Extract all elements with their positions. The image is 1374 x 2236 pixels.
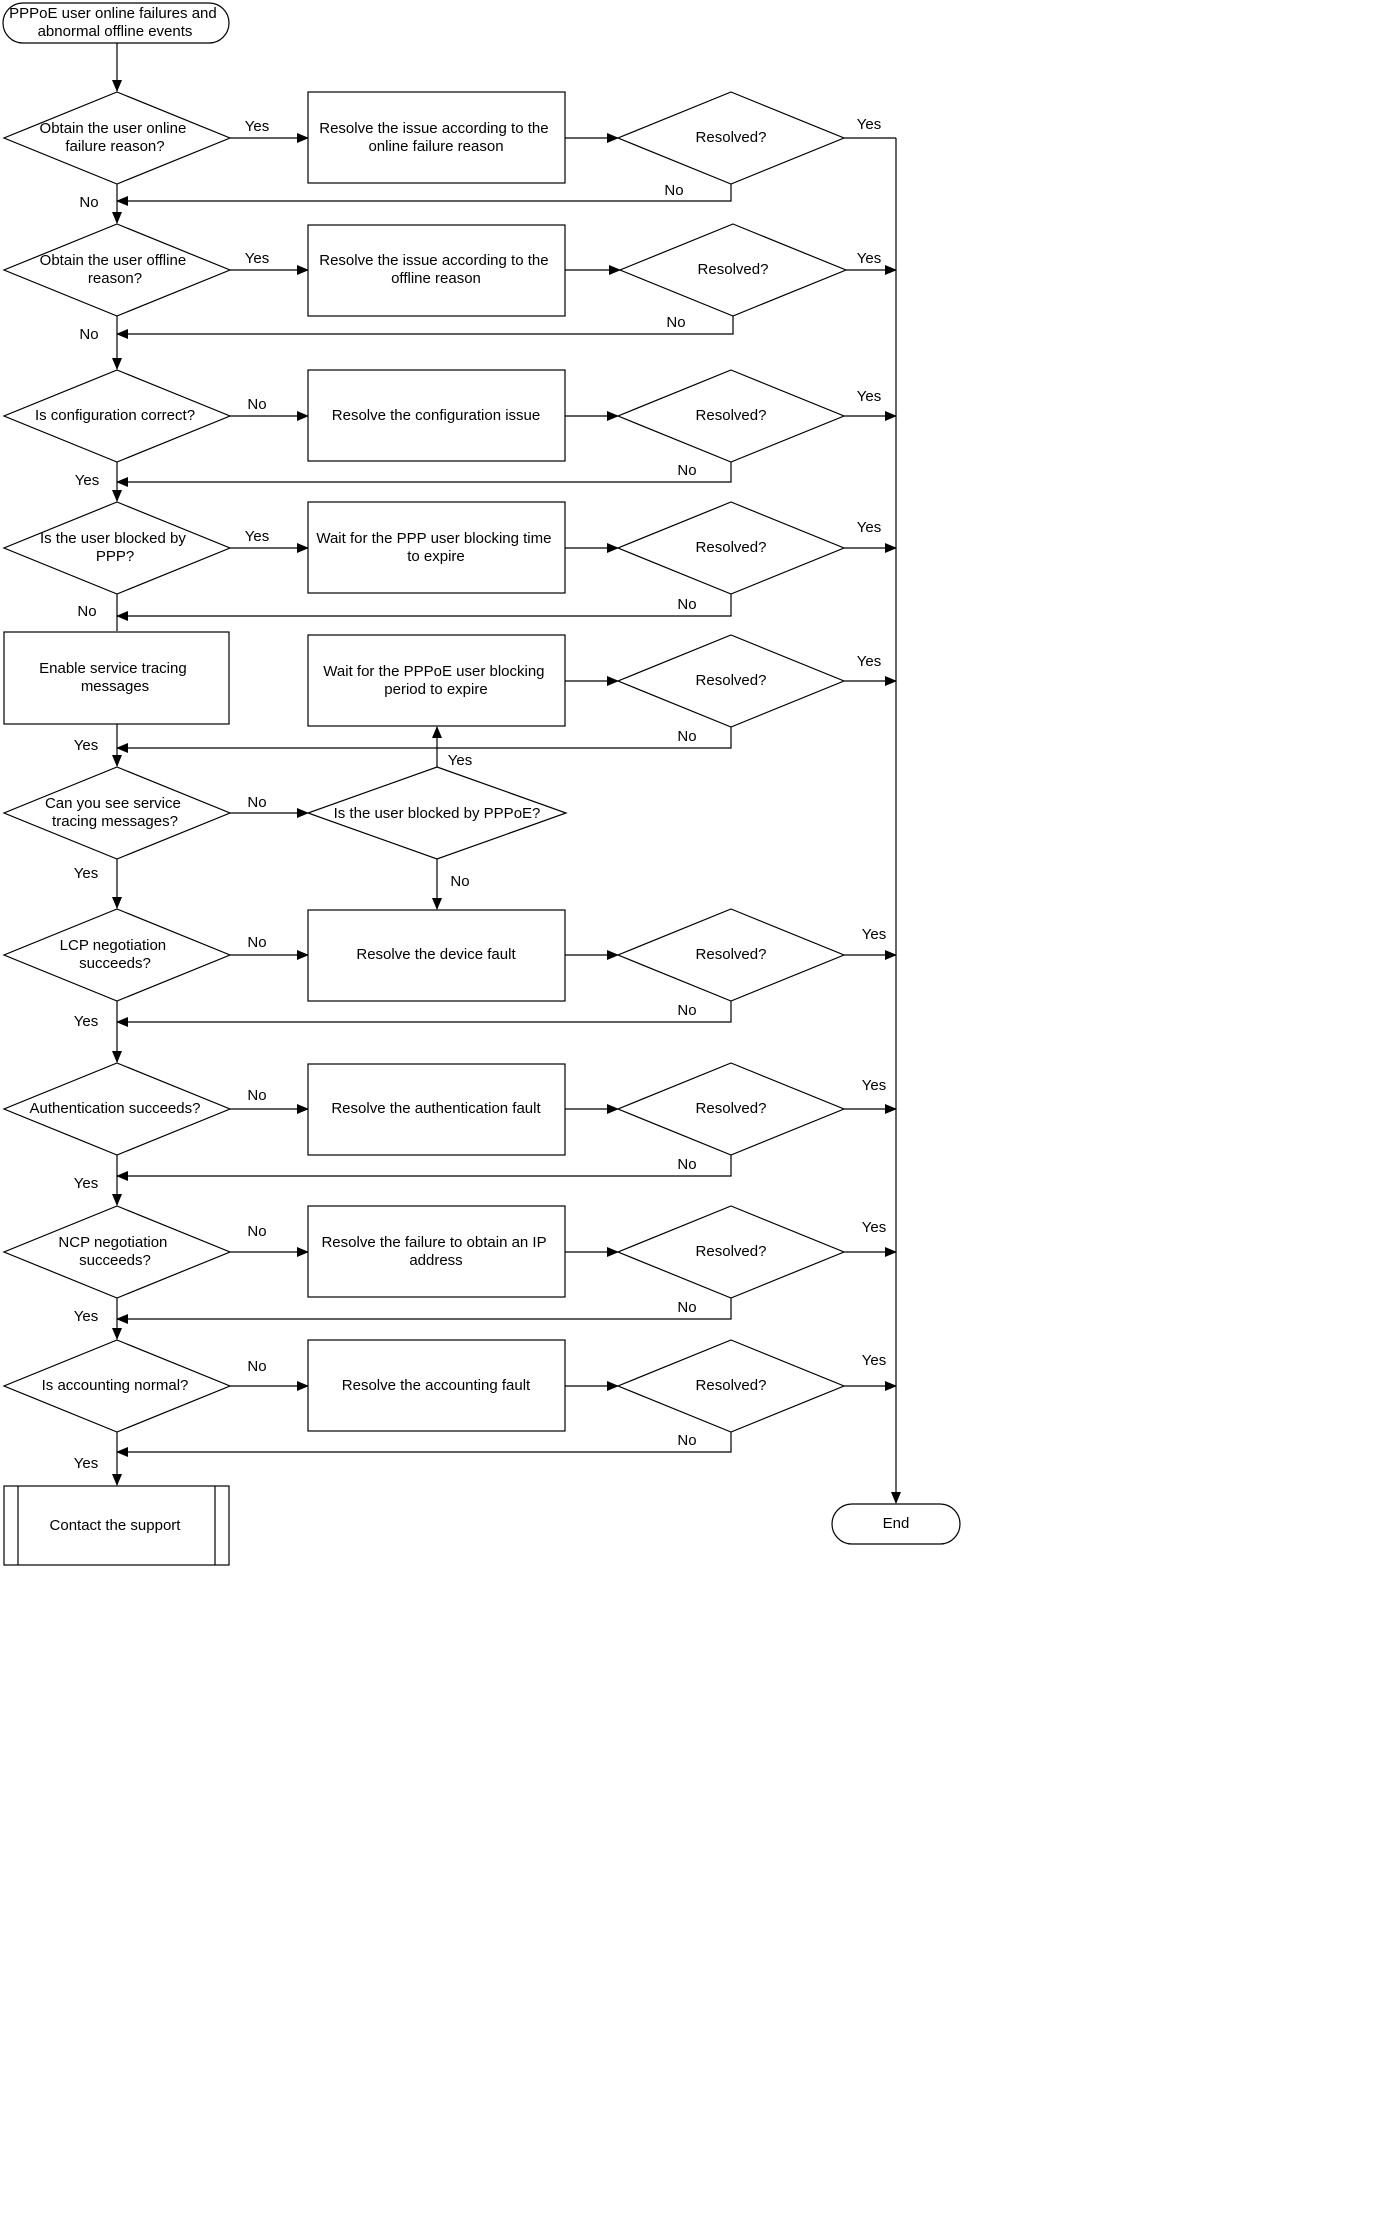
- action-offline-reason-label: Resolve the issue according to the offli…: [319, 252, 552, 287]
- yes-label: Yes: [245, 118, 269, 135]
- step-accounting: Is accounting normal? No Resolve the acc…: [2, 1339, 897, 1457]
- yes-label: Yes: [857, 388, 881, 405]
- resolved-label: Resolved?: [696, 407, 767, 424]
- action-ip-address: [307, 1205, 566, 1298]
- start-terminator: PPPoE user online failures and abnormal …: [2, 2, 230, 44]
- no-label: No: [247, 1358, 266, 1375]
- decision-authentication-label: Authentication succeeds?: [30, 1100, 201, 1117]
- step-authentication: Authentication succeeds? No Resolve the …: [2, 1062, 897, 1181]
- no-label: No: [247, 1087, 266, 1104]
- no-label: No: [677, 1299, 696, 1316]
- yes-label: Yes: [74, 865, 98, 882]
- no-label: No: [247, 396, 266, 413]
- yes-label: Yes: [74, 737, 98, 754]
- no-label: No: [79, 194, 98, 211]
- yes-label: Yes: [245, 250, 269, 267]
- action-ppp-blocked-label: Wait for the PPP user blocking time to e…: [316, 530, 555, 565]
- resolved-label: Resolved?: [696, 539, 767, 556]
- decision-ncp-label: NCP negotiation succeeds?: [58, 1234, 171, 1269]
- support-process: Contact the support: [3, 1485, 230, 1566]
- decision-see-tracing-label: Can you see service tracing messages?: [45, 795, 185, 830]
- action-enable-tracing: [3, 631, 230, 725]
- yes-label: Yes: [74, 1175, 98, 1192]
- action-ppp-blocked: [307, 501, 566, 594]
- action-configuration-label: Resolve the configuration issue: [332, 407, 540, 424]
- no-label: No: [677, 1002, 696, 1019]
- yes-label: Yes: [857, 116, 881, 133]
- yes-label: Yes: [448, 752, 472, 769]
- resolved-label: Resolved?: [696, 1100, 767, 1117]
- yes-label: Yes: [862, 1352, 886, 1369]
- decision-online-failure-label: Obtain the user online failure reason?: [40, 120, 191, 155]
- yes-label: Yes: [74, 1455, 98, 1472]
- no-label: No: [677, 1156, 696, 1173]
- resolved-label: Resolved?: [696, 672, 767, 689]
- decision-configuration-label: Is configuration correct?: [35, 407, 195, 424]
- no-label: No: [677, 1432, 696, 1449]
- no-label: No: [666, 314, 685, 331]
- step-lcp: LCP negotiation succeeds? No Resolve the…: [2, 908, 897, 1027]
- decision-accounting-label: Is accounting normal?: [42, 1377, 189, 1394]
- no-label: No: [677, 596, 696, 613]
- action-authentication-fault: [307, 1063, 566, 1156]
- yes-label: Yes: [857, 250, 881, 267]
- decision-pppoe-blocked-label: Is the user blocked by PPPoE?: [334, 805, 541, 822]
- yes-label: Yes: [857, 653, 881, 670]
- no-label: No: [77, 603, 96, 620]
- resolved-label: Resolved?: [698, 261, 769, 278]
- end-label: End: [883, 1515, 910, 1532]
- no-label: No: [664, 182, 683, 199]
- action-ip-address-label: Resolve the failure to obtain an IP addr…: [321, 1234, 550, 1269]
- no-label: No: [247, 1223, 266, 1240]
- no-label: No: [450, 873, 469, 890]
- decision-offline-reason-label: Obtain the user offline reason?: [40, 252, 191, 287]
- step-ppp-blocked: Is the user blocked by PPP? Yes Wait for…: [2, 501, 897, 621]
- support-label: Contact the support: [50, 1517, 182, 1534]
- action-online-failure-label: Resolve the issue according to the onlin…: [319, 120, 552, 155]
- resolved-label: Resolved?: [696, 1243, 767, 1260]
- yes-label: Yes: [862, 926, 886, 943]
- step-service-tracing: Enable service tracing messages Yes Can …: [2, 631, 897, 910]
- end-terminator: End: [831, 1503, 961, 1545]
- no-label: No: [79, 326, 98, 343]
- yes-label: Yes: [245, 528, 269, 545]
- troubleshooting-flowchart: PPPoE user online failures and abnormal …: [2, 2, 961, 1566]
- step-configuration: Is configuration correct? No Resolve the…: [2, 369, 897, 487]
- action-configuration: [307, 369, 566, 462]
- action-accounting-fault-label: Resolve the accounting fault: [342, 1377, 531, 1394]
- action-device-fault: [307, 909, 566, 1002]
- yes-label: Yes: [857, 519, 881, 536]
- resolved-label: Resolved?: [696, 1377, 767, 1394]
- no-label: No: [247, 794, 266, 811]
- action-accounting-fault: [307, 1339, 566, 1432]
- yes-label: Yes: [74, 1308, 98, 1325]
- no-label: No: [677, 728, 696, 745]
- action-enable-tracing-label: Enable service tracing messages: [39, 660, 191, 695]
- resolved-label: Resolved?: [696, 946, 767, 963]
- step-online-failure: Obtain the user online failure reason? Y…: [2, 91, 896, 206]
- action-pppoe-blocked-label: Wait for the PPPoE user blocking period …: [323, 663, 548, 698]
- resolved-label: Resolved?: [696, 129, 767, 146]
- yes-label: Yes: [74, 1013, 98, 1030]
- start-label: PPPoE user online failures and abnormal …: [9, 5, 221, 40]
- action-device-fault-label: Resolve the device fault: [356, 946, 516, 963]
- decision-ppp-blocked-label: Is the user blocked by PPP?: [40, 530, 190, 565]
- no-label: No: [247, 934, 266, 951]
- step-ncp: NCP negotiation succeeds? No Resolve the…: [2, 1205, 897, 1324]
- yes-label: Yes: [862, 1219, 886, 1236]
- action-authentication-fault-label: Resolve the authentication fault: [331, 1100, 541, 1117]
- yes-label: Yes: [75, 472, 99, 489]
- decision-lcp-label: LCP negotiation succeeds?: [60, 937, 171, 972]
- step-offline-reason: Obtain the user offline reason? Yes Reso…: [2, 223, 897, 339]
- no-label: No: [677, 462, 696, 479]
- yes-label: Yes: [862, 1077, 886, 1094]
- action-pppoe-blocked: [307, 634, 566, 727]
